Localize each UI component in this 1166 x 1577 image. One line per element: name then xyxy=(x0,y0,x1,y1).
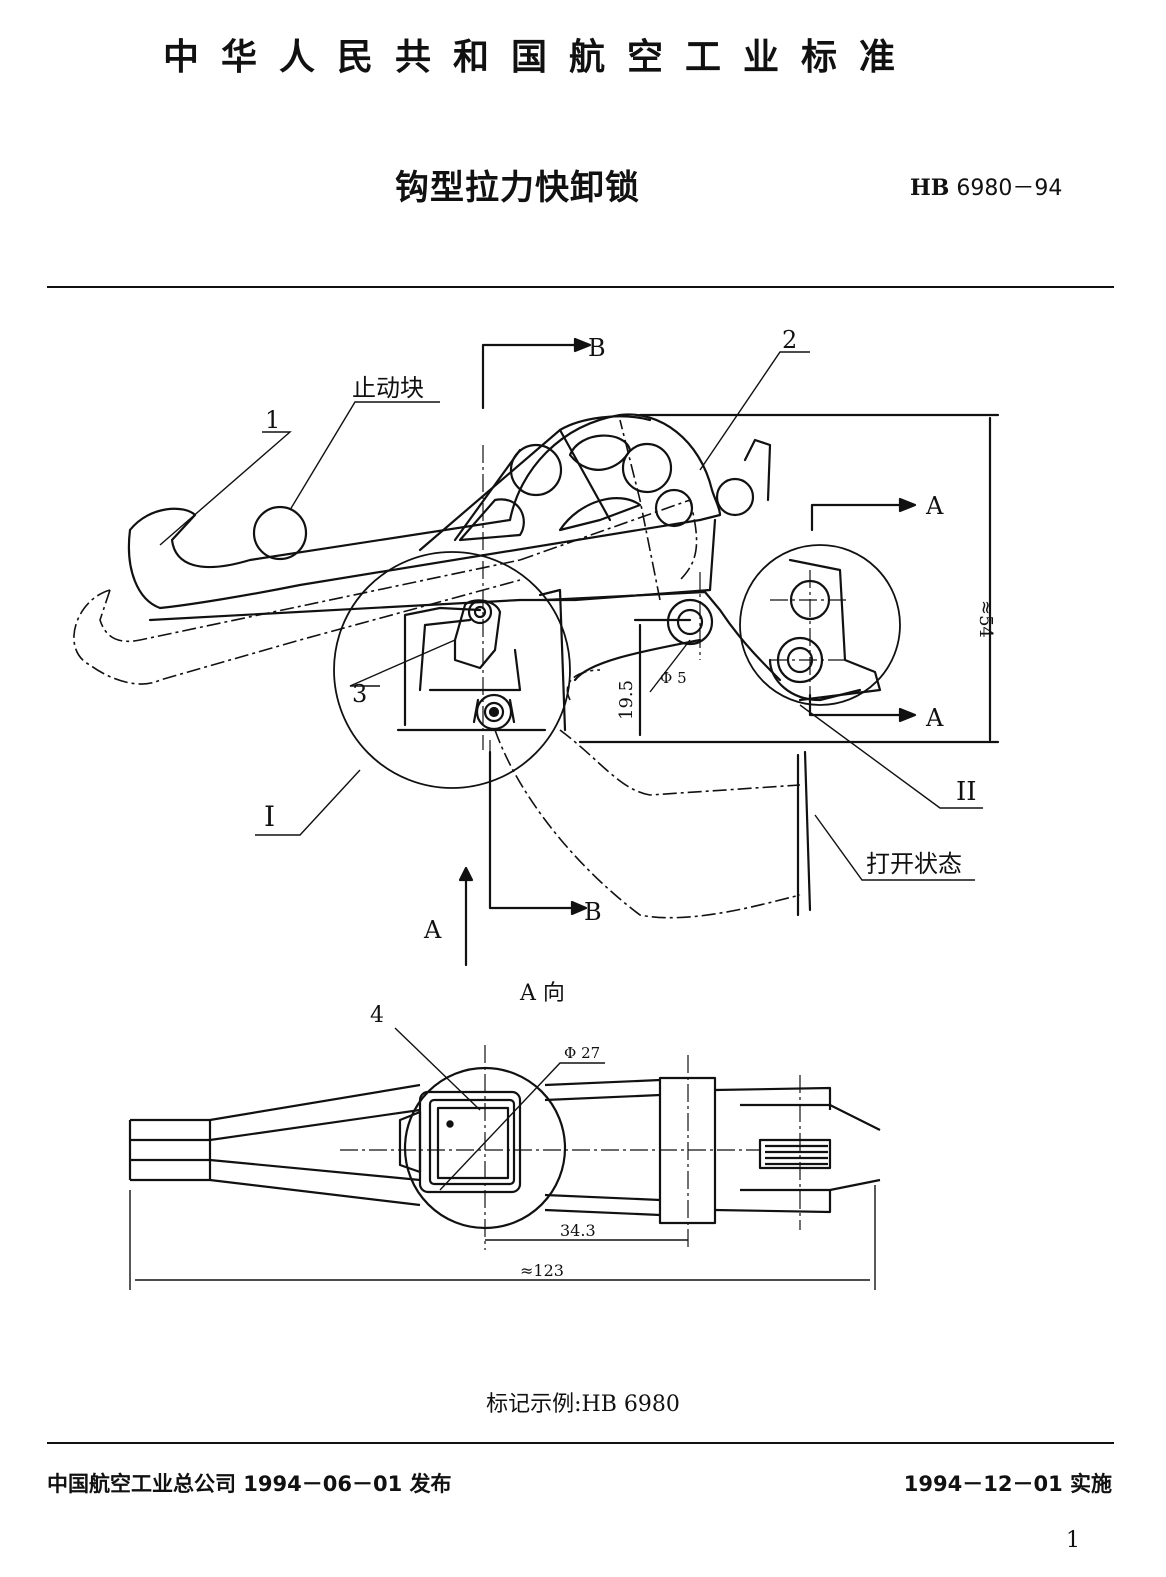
standard-number: HB 6980－94 xyxy=(910,170,1062,202)
section-b-bottom-label: B xyxy=(584,898,602,926)
page-number: 1 xyxy=(1066,1528,1080,1553)
bottom-rule xyxy=(47,1442,1114,1444)
top-rule xyxy=(47,286,1114,288)
dimension-phi27: Φ 27 xyxy=(564,1044,600,1062)
part-label-4: 4 xyxy=(370,1003,384,1028)
standard-code: HB xyxy=(910,175,950,201)
dimension-phi5: Φ 5 xyxy=(660,669,687,687)
document-title: 钩型拉力快卸锁 xyxy=(395,168,640,208)
section-b-top-label: B xyxy=(588,334,606,362)
section-a-right-bottom-label: A xyxy=(925,704,944,732)
open-state-label: 打开状态 xyxy=(866,850,962,878)
height-dimension: ≈54 xyxy=(975,600,996,638)
technical-drawing: 1 2 3 4 止动块 B B A A A I II 打开状态 ≈54 19.5… xyxy=(73,326,1000,1290)
dimension-19-5: 19.5 xyxy=(616,680,637,720)
dimension-123: ≈123 xyxy=(520,1261,564,1280)
view-a-title: A 向 xyxy=(519,981,565,1006)
stop-block-label: 止动块 xyxy=(352,374,424,402)
part-label-3: 3 xyxy=(352,680,367,708)
effective-date: 1994－12－01 实施 xyxy=(903,1472,1112,1496)
detail-i-label: I xyxy=(264,800,275,833)
dimension-34-3: 34.3 xyxy=(560,1221,596,1240)
standard-header: 中华人民共和国航空工业标准 xyxy=(162,37,917,78)
part-label-2: 2 xyxy=(782,326,797,354)
issue-date: 中国航空工业总公司 1994－06－01 发布 xyxy=(47,1472,452,1496)
marking-example: 标记示例:HB 6980 xyxy=(486,1392,680,1417)
detail-ii-label: II xyxy=(956,777,977,807)
view-arrow-a-label: A xyxy=(423,916,442,944)
standard-number-value: 6980－94 xyxy=(956,176,1063,201)
part-label-1: 1 xyxy=(265,406,280,434)
section-a-right-top-label: A xyxy=(925,492,944,520)
